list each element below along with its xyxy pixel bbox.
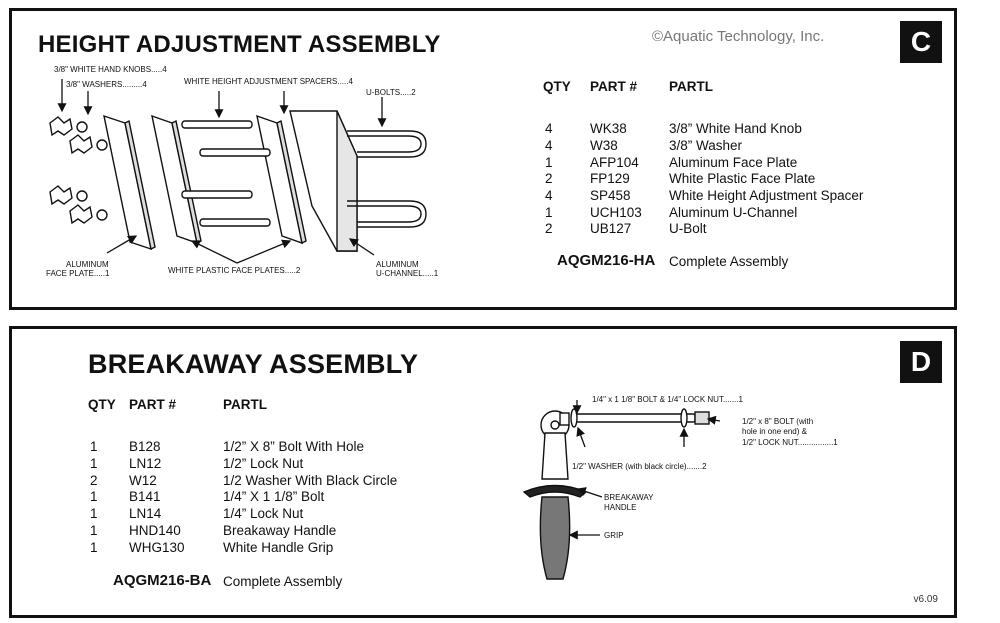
row-qty: 1 bbox=[90, 506, 98, 521]
channel-label-1: ALUMINUM bbox=[376, 260, 419, 269]
breakaway-assembly-title: BREAKAWAY ASSEMBLY bbox=[88, 349, 419, 379]
breakaway-parts-table: QTY PART # PARTL 1 B128 1/2” X 8” Bolt W… bbox=[12, 329, 954, 615]
handle-label-1: BREAKAWAY bbox=[604, 493, 654, 502]
row-qty: 1 bbox=[90, 439, 98, 454]
ubolts-label: U-BOLTS.....2 bbox=[366, 88, 416, 97]
row-name: Breakaway Handle bbox=[223, 523, 337, 538]
washer-right bbox=[680, 408, 688, 428]
height-spacers bbox=[181, 120, 271, 227]
channel-label-2: U-CHANNEL.....1 bbox=[376, 269, 439, 278]
row-part: B141 bbox=[129, 489, 161, 504]
assembly-name: Complete Assembly bbox=[669, 254, 789, 269]
partl-header: PARTL bbox=[669, 79, 713, 94]
row-part: AFP104 bbox=[590, 155, 639, 170]
row-part: FP129 bbox=[590, 171, 630, 186]
qty-header: QTY bbox=[88, 397, 116, 412]
row-qty: 1 bbox=[545, 205, 553, 220]
small-bolt-label: 1/4" x 1 1/8" BOLT & 1/4" LOCK NUT......… bbox=[592, 395, 744, 404]
handle-label-2: HANDLE bbox=[604, 503, 636, 512]
grip-label: GRIP bbox=[604, 531, 624, 540]
row-qty: 4 bbox=[545, 188, 553, 203]
big-bolt-label-1: 1/2" x 8" BOLT (with bbox=[742, 417, 813, 426]
row-part: SP458 bbox=[590, 188, 631, 203]
row-part: W12 bbox=[129, 473, 157, 488]
breakaway-panel: BREAKAWAY ASSEMBLY D v6.09 bbox=[9, 326, 957, 618]
version-label: v6.09 bbox=[913, 594, 938, 605]
row-name: Aluminum U-Channel bbox=[669, 205, 798, 220]
row-qty: 4 bbox=[545, 138, 553, 153]
height-adjustment-panel: HEIGHT ADJUSTMENT ASSEMBLY ©Aquatic Tech… bbox=[9, 8, 957, 310]
face-plate-label-2: FACE PLATE.....1 bbox=[46, 269, 110, 278]
row-name: Aluminum Face Plate bbox=[669, 155, 798, 170]
spacers-label: WHITE HEIGHT ADJUSTMENT SPACERS.....4 bbox=[184, 77, 353, 86]
row-qty: 2 bbox=[545, 171, 553, 186]
row-name: 1/2” Lock Nut bbox=[223, 456, 304, 471]
height-assembly-diagram: 3/8" WHITE HAND KNOBS.....4 3/8" WASHERS… bbox=[46, 65, 439, 278]
row-name: 1/4” X 1 1/8” Bolt bbox=[223, 489, 325, 504]
breakaway-diagram: 1/4" x 1 1/8" BOLT & 1/4" LOCK NUT......… bbox=[522, 395, 838, 580]
height-parts-table: QTY PART # PARTL 4 WK38 3/8” White Hand … bbox=[12, 11, 954, 307]
assembly-name: Complete Assembly bbox=[223, 574, 343, 589]
row-name: U-Bolt bbox=[669, 221, 707, 236]
knobs-label: 3/8" WHITE HAND KNOBS.....4 bbox=[54, 65, 167, 74]
big-bolt-label-2: hole in one end) & bbox=[742, 427, 808, 436]
row-part: LN14 bbox=[129, 506, 162, 521]
copyright-text: ©Aquatic Technology, Inc. bbox=[652, 28, 825, 45]
height-assembly-title: HEIGHT ADJUSTMENT ASSEMBLY bbox=[38, 31, 441, 58]
washers bbox=[76, 121, 108, 221]
row-name: White Handle Grip bbox=[223, 540, 334, 555]
plastic-plates-label: WHITE PLASTIC FACE PLATES.....2 bbox=[168, 266, 301, 275]
row-qty: 1 bbox=[545, 155, 553, 170]
row-qty: 4 bbox=[545, 121, 553, 136]
washer-label: 1/2" WASHER (with black circle).......2 bbox=[572, 462, 707, 471]
row-qty: 1 bbox=[90, 456, 98, 471]
grip bbox=[539, 496, 571, 580]
face-plate-label-1: ALUMINUM bbox=[66, 260, 109, 269]
qty-header: QTY bbox=[543, 79, 571, 94]
row-name: 3/8” Washer bbox=[669, 138, 743, 153]
breakaway-handle bbox=[541, 432, 569, 480]
u-bolts bbox=[347, 130, 427, 228]
big-bolt-label-3: 1/2" LOCK NUT................1 bbox=[742, 438, 838, 447]
washers-label: 3/8" WASHERS.........4 bbox=[66, 80, 147, 89]
part-header: PART # bbox=[129, 397, 177, 412]
row-part: LN12 bbox=[129, 456, 162, 471]
row-part: B128 bbox=[129, 439, 161, 454]
row-qty: 1 bbox=[90, 523, 98, 538]
row-part: WK38 bbox=[590, 121, 627, 136]
partl-header: PARTL bbox=[223, 397, 267, 412]
row-qty: 2 bbox=[90, 473, 98, 488]
part-header: PART # bbox=[590, 79, 638, 94]
row-name: 3/8” White Hand Knob bbox=[669, 121, 802, 136]
row-part: W38 bbox=[590, 138, 618, 153]
row-qty: 1 bbox=[90, 540, 98, 555]
row-name: 1/2 Washer With Black Circle bbox=[223, 473, 398, 488]
row-part: UB127 bbox=[590, 221, 632, 236]
assembly-part-number: AQGM216-HA bbox=[557, 252, 656, 269]
section-badge-d: D bbox=[900, 341, 942, 383]
row-qty: 1 bbox=[90, 489, 98, 504]
row-name: 1/4” Lock Nut bbox=[223, 506, 304, 521]
row-name: White Plastic Face Plate bbox=[669, 171, 816, 186]
row-qty: 2 bbox=[545, 221, 553, 236]
section-badge-c: C bbox=[900, 21, 942, 63]
hand-knobs bbox=[49, 116, 93, 225]
row-part: HND140 bbox=[129, 523, 181, 538]
row-part: WHG130 bbox=[129, 540, 185, 555]
row-part: UCH103 bbox=[590, 205, 642, 220]
row-name: 1/2” X 8” Bolt With Hole bbox=[223, 439, 365, 454]
assembly-part-number: AQGM216-BA bbox=[113, 572, 212, 589]
row-name: White Height Adjustment Spacer bbox=[669, 188, 864, 203]
